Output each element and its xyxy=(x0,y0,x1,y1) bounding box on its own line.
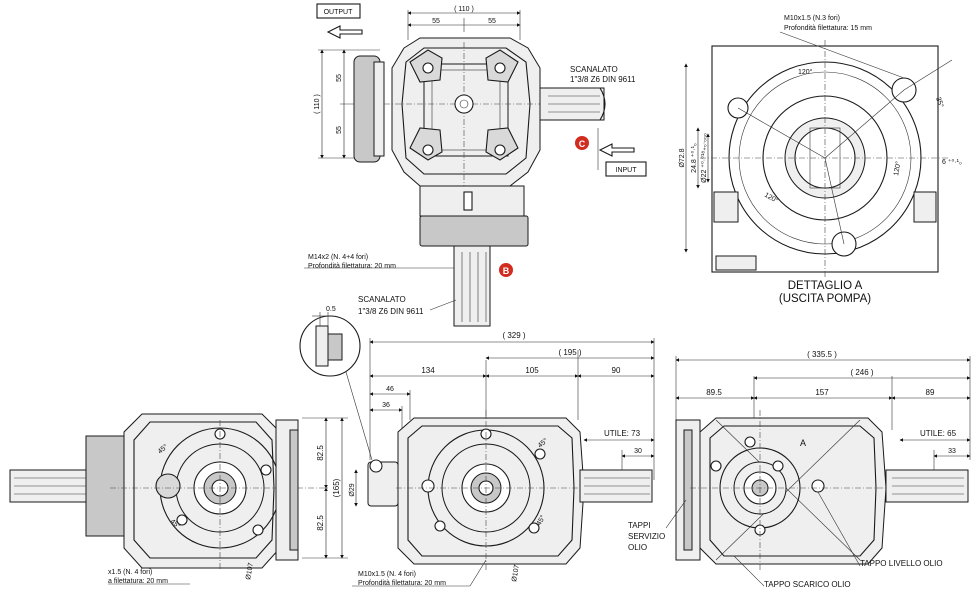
dim-six: 6 ⁺⁰·¹₀ xyxy=(942,158,962,166)
output-label-box xyxy=(316,3,361,19)
dim-329: ( 329 ) xyxy=(502,331,525,340)
marker-c-icon xyxy=(575,136,589,150)
marker-c: C xyxy=(579,139,586,149)
dim-134: 134 xyxy=(421,366,435,375)
ang-120c: 120° xyxy=(763,191,780,205)
dim-left-55a: 55 xyxy=(336,74,343,82)
ang-120b: 120° xyxy=(892,161,902,177)
ang-35: 35° xyxy=(934,96,945,109)
m10-left-line1: x1.5 (N. 4 fori) xyxy=(108,569,152,576)
dim-89: 89 xyxy=(926,388,935,397)
m10-bot-line2: Profondità filettatura: 20 mm xyxy=(358,580,446,587)
ang-120a: 120° xyxy=(798,68,813,76)
dim-335-5: ( 335.5 ) xyxy=(807,350,837,359)
left-front-view: 82.5 82.5 (165) 45° 45° Ø107 x1.5 (N. 4 … xyxy=(9,413,348,585)
m10-left-line2: a filettatura: 20 mm xyxy=(108,578,168,585)
dim-left-55b: 55 xyxy=(336,126,343,134)
input-label: INPUT xyxy=(616,167,638,174)
m14-line1: M14x2 (N. 4+4 fori) xyxy=(308,254,368,261)
dim-33: 33 xyxy=(948,448,956,455)
dim-top-110: ( 110 ) xyxy=(454,6,474,13)
scanalato-2-label: SCANALATO xyxy=(358,295,406,304)
middle-front-view: ( 329 ) ( 195 ) 134 105 90 46 36 Ø29 xyxy=(349,331,655,587)
dim-36: 36 xyxy=(382,402,390,409)
dim-46: 46 xyxy=(386,386,394,393)
dim-105: 105 xyxy=(525,366,539,375)
dim-top-55b: 55 xyxy=(488,18,496,25)
dim-d72-8: Ø72.8 xyxy=(679,148,686,167)
dim-top-55a: 55 xyxy=(432,18,440,25)
scanalato-1-label: SCANALATO xyxy=(570,65,618,74)
utile-65: UTILE: 65 xyxy=(920,429,957,438)
dim-195: ( 195 ) xyxy=(558,348,581,357)
marker-a: A xyxy=(800,438,806,448)
top-view: OUTPUT ( 110 ) 55 55 ( 110 ) 55 55 xyxy=(304,3,647,327)
detail-a-title-2: (USCITA POMPA) xyxy=(779,293,871,305)
tappi-line1: TAPPI xyxy=(628,521,651,530)
dim-bolt-left: Ø107 xyxy=(245,562,255,580)
dim-82-5b: 82.5 xyxy=(316,515,325,531)
tappi-line3: OLIO xyxy=(628,543,647,552)
output-arrow-icon xyxy=(326,25,363,39)
right-front-view: ( 335.5 ) ( 246 ) 89.5 157 89 A UTIL xyxy=(628,350,971,589)
dim-90: 90 xyxy=(612,366,621,375)
output-label: OUTPUT xyxy=(324,9,354,16)
dim-165: (165) xyxy=(332,478,341,497)
dim-d22: Ø22 ⁺⁰·⁰¹⁸₊₀·₀₀₀ xyxy=(700,133,708,183)
tappo-scarico: TAPPO SCARICO OLIO xyxy=(764,580,851,589)
scanalato-1-spec: 1"3/8 Z6 DIN 9611 xyxy=(570,75,636,84)
m10-bot-line1: M10x1.5 (N. 4 fori) xyxy=(358,571,416,578)
marker-b-icon xyxy=(499,263,513,277)
dim-d24-8: 24.8 ⁺⁰·¹₀ xyxy=(690,143,698,173)
dim-d29: Ø29 xyxy=(349,483,356,496)
top-bottom-flange xyxy=(419,215,529,247)
dim-246: ( 246 ) xyxy=(850,368,873,377)
dim-82-5a: 82.5 xyxy=(316,445,325,461)
input-label-box xyxy=(605,161,647,177)
scanalato-2-spec: 1"3/8 Z6 DIN 9611 xyxy=(358,307,424,316)
utile-73: UTILE: 73 xyxy=(604,429,641,438)
dim-0-5: 0.5 xyxy=(326,306,336,313)
marker-b: B xyxy=(503,266,510,276)
right-body xyxy=(699,417,887,565)
detail-a-view: Ø72.8 24.8 ⁺⁰·¹₀ Ø22 ⁺⁰·⁰¹⁸₊₀·₀₀₀ 120° 1… xyxy=(679,15,962,305)
top-corner-lugs xyxy=(409,49,519,161)
tappi-line2: SERVIZIO xyxy=(628,532,665,541)
detail-a-title-1: DETTAGLIO A xyxy=(788,280,863,292)
detail-circle: 0.5 xyxy=(299,306,373,461)
input-arrow-icon xyxy=(598,143,635,157)
dim-157: 157 xyxy=(815,388,829,397)
dim-89-5: 89.5 xyxy=(706,388,722,397)
m10-top-line1: M10x1.5 (N.3 fori) xyxy=(784,15,840,22)
dim-30: 30 xyxy=(634,448,642,455)
dim-left-110: ( 110 ) xyxy=(314,94,321,114)
m14-line2: Profondità filettatura: 20 mm xyxy=(308,263,396,270)
m10-top-line2: Profondità filettatura: 15 mm xyxy=(784,25,872,32)
tappo-livello: TAPPO LIVELLO OLIO xyxy=(860,559,943,568)
shaft-b xyxy=(453,245,491,327)
dim-bolt-mid: Ø107 xyxy=(511,564,521,582)
